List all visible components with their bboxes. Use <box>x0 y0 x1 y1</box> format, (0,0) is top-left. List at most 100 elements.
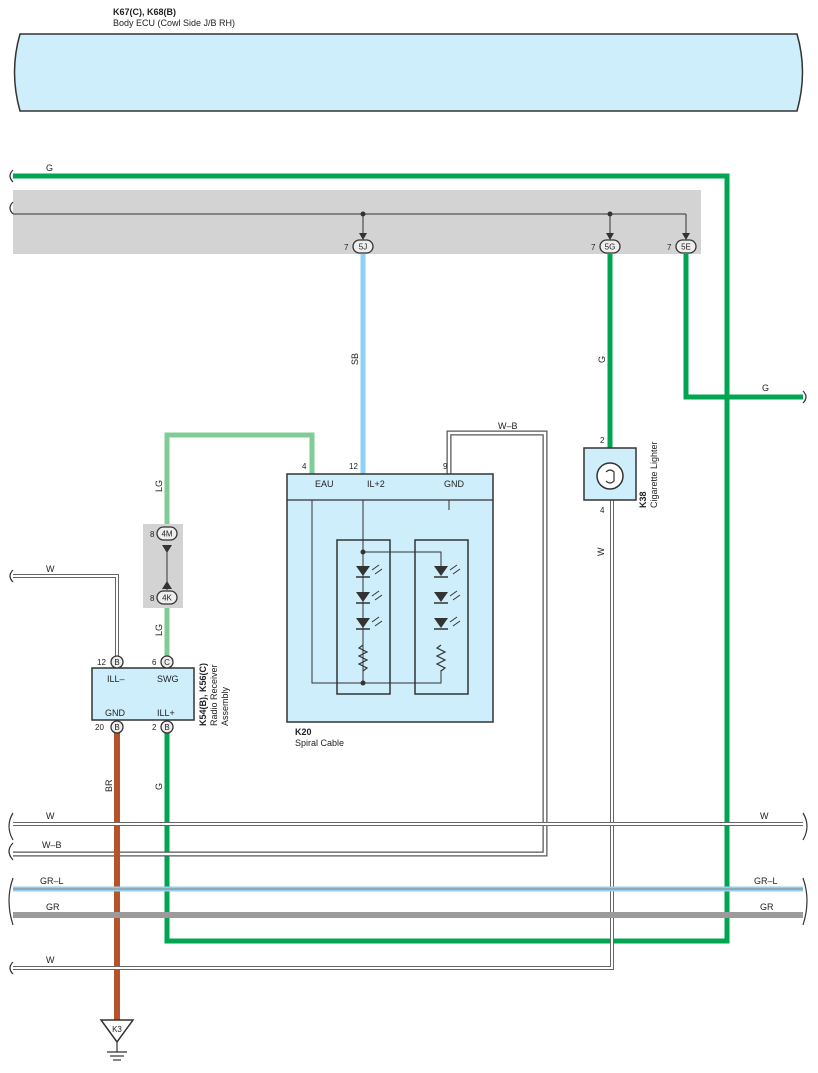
pin-4k: 8 <box>150 594 155 603</box>
wire-label-br: BR <box>104 779 114 792</box>
break-mark <box>802 812 808 841</box>
break-mark <box>8 877 14 926</box>
bus-grl-right: GR–L <box>754 876 778 886</box>
bus-grl-left: GR–L <box>40 876 64 886</box>
wire-label-w-left: W <box>46 564 55 574</box>
pin-5j: 7 <box>344 243 349 252</box>
radio-conn-ill-minus-label: B <box>114 658 119 667</box>
radio-name-2: Assembly <box>220 686 230 726</box>
lighter-icon <box>596 462 624 490</box>
break-mark <box>9 201 14 215</box>
wire-label-wb-top: W–B <box>498 421 518 431</box>
wire-label-g: G <box>46 163 53 173</box>
ecu-code: K67(C), K68(B) <box>113 7 176 17</box>
wire-w-left-inner <box>13 575 118 656</box>
spiral-gnd: GND <box>444 479 465 489</box>
led-right-2 <box>434 590 461 604</box>
bus-w-left: W <box>46 811 55 821</box>
wire-w-left-outer <box>13 574 119 656</box>
break-mark <box>802 390 807 404</box>
led-left-2 <box>356 590 383 604</box>
wire-w-light-inner <box>13 500 613 969</box>
radio-gnd: GND <box>105 708 126 718</box>
break-mark <box>802 877 808 926</box>
spiral-eau-pin: 4 <box>302 462 307 471</box>
radio-receiver-box <box>91 667 195 721</box>
junction-dot <box>607 211 613 217</box>
led-right-3 <box>434 616 461 630</box>
spiral-il2: IL+2 <box>367 479 385 489</box>
wire-label-g-right: G <box>762 383 769 393</box>
connector-5g <box>599 239 621 254</box>
ecu-name: Body ECU (Cowl Side J/B RH) <box>113 18 235 28</box>
wire-g-5e <box>683 254 803 400</box>
internal-eau-line <box>311 500 442 684</box>
led-module-right <box>414 539 469 695</box>
arrow-5j <box>359 233 367 240</box>
wire-label-g-radio: G <box>154 783 164 790</box>
radio-ill-minus: ILL– <box>107 674 125 684</box>
bus-wb-label: W–B <box>42 840 62 850</box>
pin-4m: 8 <box>150 530 155 539</box>
connector-5j <box>352 239 374 254</box>
arrow-5e <box>682 233 690 240</box>
radio-code: K54(B), K56(C) <box>198 663 208 726</box>
connector-4k <box>156 590 178 605</box>
ground-triangle <box>99 1019 135 1044</box>
connector-4k-label: 4K <box>162 594 172 603</box>
spiral-gnd-pin: 9 <box>443 462 448 471</box>
radio-pin-gnd: 20 <box>95 723 104 732</box>
radio-conn-swg-label: C <box>164 658 170 667</box>
wire-label-sb: SB <box>350 353 360 365</box>
connector-5e <box>675 239 697 254</box>
junction-dot <box>360 680 366 686</box>
radio-swg: SWG <box>157 674 179 684</box>
wire-label-g-5g: G <box>597 356 607 363</box>
bus-gr-right: GR <box>760 902 774 912</box>
connector-4m <box>156 526 178 541</box>
lighter-pin-bottom: 4 <box>600 506 605 515</box>
break-mark <box>9 569 14 583</box>
wire-label-lg-upper: LG <box>154 480 164 492</box>
radio-conn-gnd-label: B <box>114 723 119 732</box>
wire-wb-inner <box>13 431 547 856</box>
radio-conn-gnd <box>110 720 124 734</box>
radio-ill-plus: ILL+ <box>157 708 175 718</box>
radio-conn-ill-minus <box>110 655 124 669</box>
connector-4m-label: 4M <box>161 530 172 539</box>
radio-pin-ill-plus: 2 <box>152 723 157 732</box>
junction-dot <box>360 549 366 555</box>
break-mark <box>9 961 14 975</box>
body-ecu-box <box>13 33 804 112</box>
wire-label-bus-w2: W <box>46 955 55 965</box>
pin-5g: 7 <box>591 243 596 252</box>
heating-coil-icon <box>605 469 615 484</box>
cigarette-lighter-box <box>583 447 637 501</box>
spiral-name: Spiral Cable <box>295 738 344 748</box>
spiral-code: K20 <box>295 727 312 737</box>
led-left-1 <box>356 564 383 578</box>
arrow-4k <box>162 581 172 589</box>
connector-5e-label: 5E <box>681 243 691 252</box>
ground-code: K3 <box>112 1025 122 1034</box>
arrow-4m <box>162 545 172 553</box>
radio-conn-swg <box>160 655 174 669</box>
radio-conn-ill-plus <box>160 720 174 734</box>
connector-5j-label: 5J <box>359 243 367 252</box>
wire-label-w-light: W <box>596 547 606 556</box>
connector-5g-label: 5G <box>605 243 616 252</box>
lighter-name: Cigarette Lighter <box>649 441 659 508</box>
internal-right-link <box>363 551 442 570</box>
led-left-3 <box>356 616 383 630</box>
led-right-1 <box>434 564 461 578</box>
resistor-left <box>357 644 369 672</box>
radio-name-1: Radio Receiver <box>209 664 219 726</box>
junction-dot <box>360 211 366 217</box>
spiral-il2-pin: 12 <box>349 462 358 471</box>
wire-label-lg-lower: LG <box>154 624 164 636</box>
spiral-eau: EAU <box>315 479 334 489</box>
radio-pin-swg: 6 <box>152 658 157 667</box>
bus-gr-left: GR <box>46 902 60 912</box>
pin-5e: 7 <box>667 243 672 252</box>
